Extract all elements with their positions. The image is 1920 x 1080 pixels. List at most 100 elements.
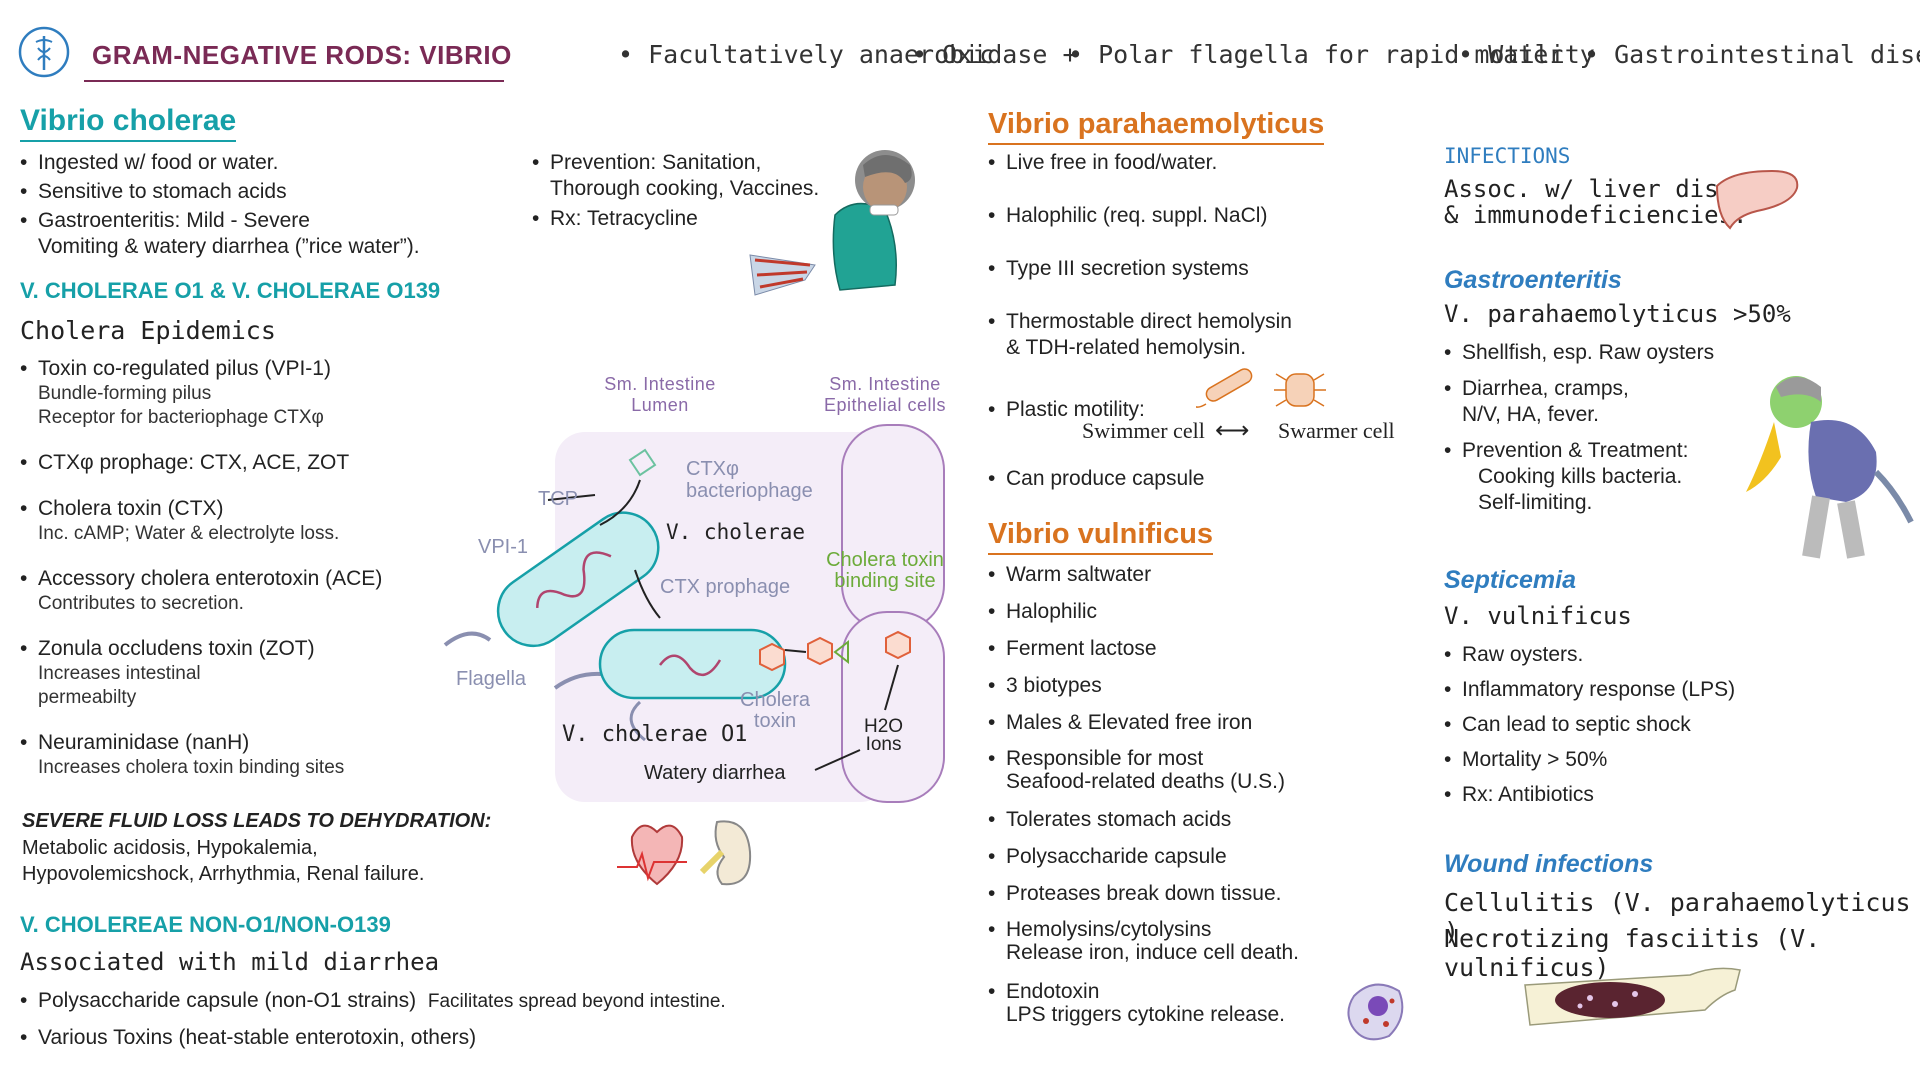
list-item: Live free in food/water. bbox=[988, 150, 1418, 176]
factor-name: Neuraminidase (nanH) bbox=[38, 731, 250, 754]
phage-label-line1: CTXφ bbox=[686, 458, 739, 480]
factor-desc: Bundle-forming pilus bbox=[38, 383, 212, 404]
caduceus-logo-icon bbox=[18, 26, 70, 78]
septicemia-sub: V. vulnificus bbox=[1444, 602, 1632, 630]
toxin-label-line1: Cholera bbox=[740, 689, 811, 711]
endotoxin-line1: Endotoxin bbox=[1006, 980, 1100, 1003]
non-o1-subheading: Associated with mild diarrhea bbox=[20, 948, 440, 976]
list-item: Thermostable direct hemolysin& TDH-relat… bbox=[988, 309, 1418, 361]
assoc-line2: & immunodeficiencies. bbox=[1444, 201, 1748, 229]
property-flagella: • Polar flagella for rapid motility bbox=[1068, 40, 1595, 69]
fluid-loss-line1: Metabolic acidosis, Hypokalemia, bbox=[22, 837, 318, 859]
gastroenteritis-list: Shellfish, esp. Raw oysters Diarrhea, cr… bbox=[1444, 340, 1764, 516]
prevention-line2: Thorough cooking, Vaccines. bbox=[550, 177, 820, 200]
swarmer-cell-label: Swarmer cell bbox=[1278, 418, 1395, 443]
septicemia-list: Raw oysters. Inflammatory response (LPS)… bbox=[1444, 642, 1864, 808]
factor-ace: Accessory cholera enterotoxin (ACE)Contr… bbox=[20, 566, 540, 616]
seafood-line1: Responsible for most bbox=[1006, 747, 1204, 770]
list-item: Can produce capsule bbox=[988, 466, 1204, 492]
list-item: Prevention & Treatment:Cooking kills bac… bbox=[1444, 438, 1764, 516]
factor-desc: Increases intestinal bbox=[38, 663, 201, 684]
cholerae-bullet-list: Ingested w/ food or water. Sensitive to … bbox=[20, 150, 540, 260]
property-water: • Water bbox=[1458, 40, 1564, 69]
property-oxidase: • Oxidase + bbox=[912, 40, 1078, 69]
list-item: Males & Elevated free iron bbox=[988, 710, 1418, 736]
watery-diarrhea-label: Watery diarrhea bbox=[644, 762, 786, 784]
vpi-label: VPI-1 bbox=[478, 536, 529, 558]
page-title: GRAM-NEGATIVE RODS: VIBRIO bbox=[92, 40, 512, 70]
infections-heading: Infections bbox=[1444, 144, 1571, 168]
title-underline bbox=[84, 80, 504, 82]
list-item: Inflammatory response (LPS) bbox=[1444, 677, 1864, 703]
non-o1-list: Polysaccharide capsule (non-O1 strains) … bbox=[20, 988, 920, 1051]
sick-patient-illustration bbox=[749, 150, 915, 296]
hemolysin-line2: Release iron, induce cell death. bbox=[1006, 941, 1300, 964]
lumen-label-line2: Lumen bbox=[631, 395, 689, 415]
list-item: Diarrhea, cramps, N/V, HA, fever. bbox=[1444, 376, 1764, 428]
list-item: Warm saltwater bbox=[988, 562, 1418, 588]
immune-cell-icon bbox=[1347, 983, 1404, 1041]
vulnificus-list: Warm saltwater Halophilic Ferment lactos… bbox=[988, 562, 1418, 1026]
list-item: Tolerates stomach acids bbox=[988, 807, 1418, 833]
list-item: Rx: Antibiotics bbox=[1444, 782, 1864, 808]
list-item: Can lead to septic shock bbox=[1444, 712, 1864, 738]
vomiting-patient-illustration bbox=[1746, 376, 1914, 559]
swimmer-swarmer-arrow-icon: ⟷ bbox=[1215, 417, 1250, 444]
factor-desc: permeabilty bbox=[38, 687, 137, 708]
prevention-line3: Self-limiting. bbox=[1478, 491, 1593, 514]
factor-name: Accessory cholera enterotoxin (ACE) bbox=[38, 567, 383, 590]
prevention-line1: Prevention & Treatment: bbox=[1462, 439, 1689, 462]
capsule-list: Can produce capsule bbox=[988, 466, 1204, 492]
binding-site-line2: binding site bbox=[834, 570, 936, 592]
lumen-label-line1: Sm. Intestine bbox=[604, 374, 716, 394]
factor-desc: Inc. cAMP; Water & electrolyte loss. bbox=[38, 523, 340, 544]
virulence-factor-list: Toxin co-regulated pilus (VPI-1) Bundle-f… bbox=[20, 356, 540, 780]
factor-nanh: Neuraminidase (nanH)Increases cholera to… bbox=[20, 730, 540, 780]
o1-o139-heading: V. CHOLERAE O1 & V. CHOLERAE O139 bbox=[20, 278, 441, 303]
list-item: Rx: Tetracycline bbox=[532, 206, 862, 232]
fluid-loss-line2: Hypovolemicshock, Arrhythmia, Renal fail… bbox=[22, 863, 425, 885]
swimmer-cell-label: Swimmer cell bbox=[1082, 418, 1205, 443]
list-item: Raw oysters. bbox=[1444, 642, 1864, 668]
vulnificus-heading: Vibrio vulnificus bbox=[988, 518, 1214, 555]
cholerae-heading: Vibrio cholerae bbox=[20, 104, 237, 142]
list-item: Sensitive to stomach acids bbox=[20, 179, 540, 205]
vcholerae-o1-label: V. cholerae O1 bbox=[562, 722, 748, 747]
hemolysin-line1: Hemolysins/cytolysins bbox=[1006, 918, 1212, 941]
diarrhea-line2: N/V, HA, fever. bbox=[1462, 403, 1599, 426]
tcp-label: TCP bbox=[538, 488, 578, 510]
fluid-loss-heading: Severe fluid loss leads to dehydration: bbox=[22, 810, 492, 832]
infected-arm-illustration bbox=[1524, 967, 1741, 1026]
hemolysin-line1: Thermostable direct hemolysin bbox=[1006, 310, 1292, 333]
parahaemolyticus-list: Live free in food/water. Halophilic (req… bbox=[988, 150, 1418, 423]
list-item: Mortality > 50% bbox=[1444, 747, 1864, 773]
list-item-extra: Facilitates spread beyond intestine. bbox=[427, 991, 726, 1012]
heart-kidney-icon bbox=[617, 820, 752, 886]
epithelial-label-line2: Epithelial cells bbox=[823, 395, 947, 415]
binding-site-line1: Cholera toxin bbox=[826, 549, 944, 571]
list-item: Various Toxins (heat-stable enterotoxin,… bbox=[20, 1025, 920, 1051]
diarrhea-line1: Diarrhea, cramps, bbox=[1462, 377, 1629, 400]
toxin-label-line2: toxin bbox=[753, 710, 797, 732]
vcholerae-label: V. cholerae bbox=[666, 520, 806, 544]
wound-infections-heading: Wound infections bbox=[1444, 850, 1654, 878]
flagella-label: Flagella bbox=[456, 668, 527, 690]
list-item: Polysaccharide capsule bbox=[988, 844, 1418, 870]
parahaemolyticus-heading: Vibrio parahaemolyticus bbox=[988, 108, 1325, 145]
list-item: Plastic motility: bbox=[988, 397, 1418, 423]
factor-name: CTXφ prophage: CTX, ACE, ZOT bbox=[38, 451, 350, 474]
list-item: Ingested w/ food or water. bbox=[20, 150, 540, 176]
list-item-text: Gastroenteritis: Mild - Severe bbox=[38, 209, 310, 232]
factor-ctx-prophage: CTXφ prophage: CTX, ACE, ZOT bbox=[20, 450, 540, 476]
factor-name: Toxin co-regulated pilus (VPI-1) bbox=[38, 357, 331, 380]
property-gi-disease: • Gastrointestinal disease bbox=[1584, 40, 1920, 69]
ions-label: Ions bbox=[865, 734, 902, 755]
non-o1-heading: V. CHOLEREAE NON-O1/NON-O139 bbox=[20, 912, 391, 937]
